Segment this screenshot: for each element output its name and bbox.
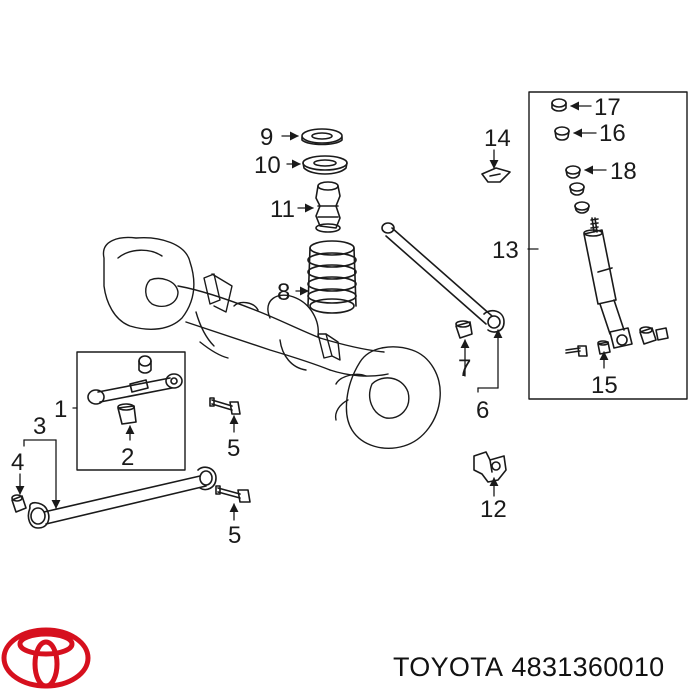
callout-12: 12 — [480, 496, 507, 523]
group-13-box — [528, 91, 688, 400]
callout-4: 4 — [11, 449, 24, 476]
callout-8: 8 — [277, 279, 290, 306]
bracket-14-icon — [481, 167, 511, 183]
bushing-small-icon — [138, 355, 152, 374]
toyota-logo — [1, 627, 91, 689]
callout-6: 6 — [476, 397, 489, 424]
bushing-4-icon — [11, 494, 27, 513]
group-1-box — [76, 351, 186, 471]
spring-seat-upper-icon — [301, 128, 343, 146]
leader-lines — [15, 101, 609, 521]
callout-18: 18 — [610, 158, 637, 185]
part-number: 4831360010 — [511, 652, 665, 682]
lateral-control-rod-icon — [381, 222, 505, 333]
callout-2: 2 — [121, 444, 134, 471]
bushing-right-icon — [639, 326, 669, 345]
shock-absorber-icon — [583, 217, 633, 349]
bump-stop-icon — [315, 181, 341, 233]
bushing-2-icon — [117, 403, 137, 425]
cushion-16-icon — [554, 126, 570, 141]
bracket-12-icon — [473, 451, 507, 483]
callout-15: 15 — [591, 372, 618, 399]
callout-5-lower: 5 — [228, 522, 241, 549]
callout-11: 11 — [270, 196, 295, 223]
cushion-17-icon — [551, 98, 567, 112]
callout-3: 3 — [33, 413, 46, 440]
retainer-18-icon — [565, 165, 581, 179]
nut-15-icon — [597, 340, 611, 355]
brand-name: TOYOTA — [393, 652, 504, 682]
callout-10: 10 — [254, 152, 281, 179]
callout-14: 14 — [484, 125, 511, 152]
callout-7: 7 — [458, 355, 471, 382]
lower-control-arm-icon — [27, 466, 217, 529]
callout-9: 9 — [260, 124, 273, 151]
retainer-lower-icon — [574, 201, 590, 214]
callout-labels: 9 10 11 8 1 2 3 4 5 5 7 6 14 12 13 17 16… — [11, 94, 637, 549]
upper-control-arm-icon — [87, 373, 183, 405]
cushion-lower-icon — [569, 182, 585, 196]
bolt-lower-icon — [215, 485, 251, 503]
coil-spring-icon — [307, 240, 357, 314]
callout-13: 13 — [492, 237, 519, 264]
callout-17: 17 — [594, 94, 621, 121]
axle-housing — [102, 236, 441, 449]
bolt-upper-icon — [209, 397, 241, 415]
callout-16: 16 — [599, 120, 626, 147]
callout-5-upper: 5 — [227, 435, 240, 462]
spring-insulator-icon — [302, 155, 348, 175]
callout-1: 1 — [54, 396, 67, 423]
bolt-15-icon — [565, 345, 588, 357]
bushing-7-icon — [455, 320, 473, 339]
